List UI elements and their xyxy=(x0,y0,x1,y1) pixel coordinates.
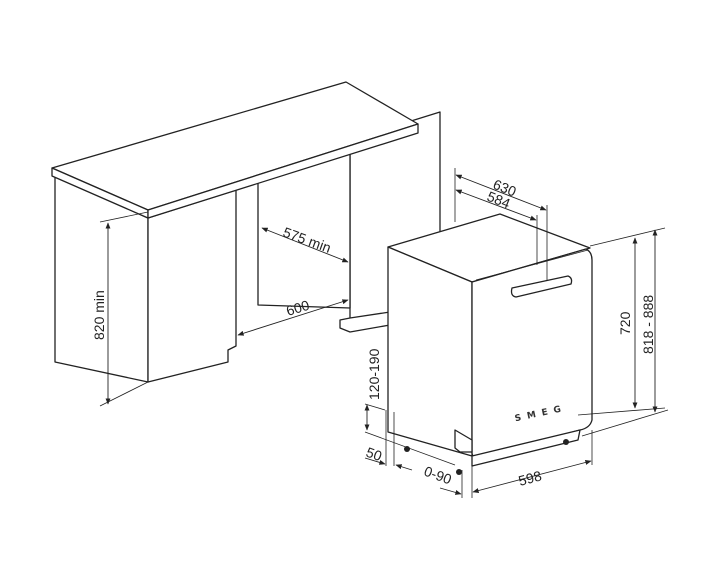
foot xyxy=(563,439,569,445)
label-door-offset: 0-90 xyxy=(422,463,454,488)
kitchen-cabinet xyxy=(51,81,441,383)
foot xyxy=(404,446,410,452)
dishwasher: SMEG xyxy=(387,213,593,475)
dimension-lines xyxy=(99,168,669,498)
label-height-720: 720 xyxy=(617,311,633,335)
label-cabinet-height: 820 min xyxy=(91,290,107,340)
door-handle xyxy=(510,275,573,298)
label-height-range: 818 - 888 xyxy=(640,295,656,354)
label-width-598: 598 xyxy=(517,467,544,489)
foot xyxy=(456,469,462,475)
label-plinth-setback: 50 xyxy=(364,444,384,464)
label-plinth-height: 120-190 xyxy=(366,348,382,400)
label-recess-width: 600 xyxy=(284,297,311,319)
